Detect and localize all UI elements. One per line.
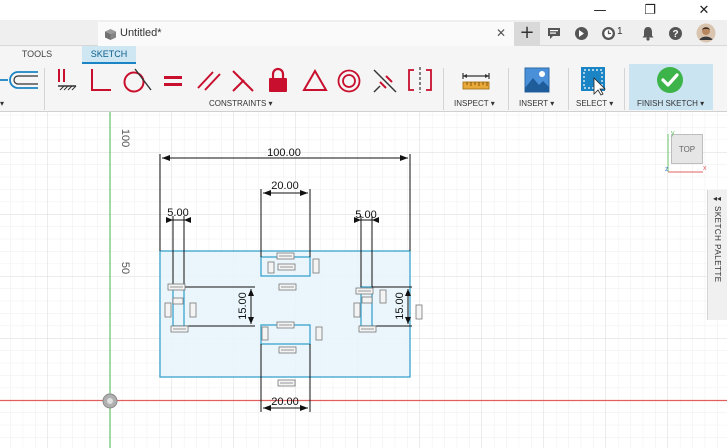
dimension-arrows <box>162 155 411 411</box>
ribbon-separator <box>44 68 45 110</box>
equal-icon[interactable] <box>162 68 184 94</box>
document-tab-close-button[interactable]: ✕ <box>495 26 506 40</box>
finish-sketch-check-icon[interactable] <box>656 66 684 94</box>
midpoint-icon[interactable] <box>302 68 328 94</box>
slot-icon[interactable] <box>0 68 40 92</box>
fix-icon[interactable] <box>266 66 290 94</box>
window-close-button[interactable]: ✕ <box>698 2 710 18</box>
select-icon[interactable] <box>580 66 610 96</box>
document-tab[interactable]: Untitled* ✕ <box>98 22 514 46</box>
active-tab-indicator <box>82 62 136 64</box>
svg-text:z: z <box>665 166 669 173</box>
document-title: Untitled* <box>120 27 162 39</box>
dimension-left-height[interactable]: 15.00 <box>237 292 249 320</box>
axis-label-50: 50 <box>119 262 131 274</box>
sketch-canvas[interactable]: 100 50 <box>0 112 727 448</box>
create-group-arrow[interactable]: ▾ <box>0 99 5 108</box>
minimize-button[interactable]: — <box>593 2 607 18</box>
coincident-icon[interactable] <box>56 68 78 94</box>
inspect-group-label[interactable]: INSPECT ▾ <box>454 99 495 108</box>
svg-text:y: y <box>671 130 675 137</box>
parallel-icon[interactable] <box>196 68 222 94</box>
ribbon-separator <box>508 68 509 110</box>
horizontal-icon[interactable] <box>372 68 398 94</box>
select-group-label[interactable]: SELECT ▾ <box>576 99 614 108</box>
title-bar: — ❐ ✕ <box>0 0 727 20</box>
ribbon-toolbar: TOOLS SKETCH ▾ <box>0 46 727 112</box>
concentric-icon[interactable] <box>336 68 362 94</box>
tab-sketch[interactable]: SKETCH <box>82 46 136 62</box>
chat-icon[interactable] <box>543 23 565 43</box>
ribbon-separator <box>443 68 444 110</box>
tangent-icon[interactable] <box>122 68 152 94</box>
dimension-overall-width[interactable]: 100.00 <box>267 147 301 159</box>
finish-sketch-label[interactable]: FINISH SKETCH ▾ <box>637 99 705 108</box>
new-tab-button[interactable]: + <box>514 22 540 46</box>
axis-label-100: 100 <box>119 129 131 147</box>
dimension-left-small[interactable]: 5.00 <box>167 207 188 219</box>
sketch-origin-center <box>107 398 113 404</box>
collinear-icon[interactable] <box>88 68 112 94</box>
sketch-svg[interactable]: 100 50 <box>0 112 727 448</box>
constraints-group-label[interactable]: CONSTRAINTS ▾ <box>209 99 273 108</box>
notifications-icon[interactable] <box>637 23 659 43</box>
document-tab-bar: Untitled* ✕ + 1 ? <box>0 20 727 46</box>
ribbon-separator <box>568 68 569 110</box>
insert-image-icon[interactable] <box>524 66 550 94</box>
view-cube-axes-icon: x z y <box>665 130 707 173</box>
help-icon[interactable]: ? <box>664 23 686 43</box>
document-cube-icon <box>105 29 116 40</box>
svg-text:x: x <box>703 165 707 172</box>
dimension-lines <box>159 154 412 412</box>
dimension-right-small[interactable]: 5.00 <box>355 209 376 221</box>
measure-icon[interactable] <box>461 70 491 92</box>
ribbon-separator <box>624 68 625 110</box>
constraint-glyphs <box>164 252 423 387</box>
sketch-palette-tab[interactable]: ◂◂ SKETCH PALETTE <box>707 190 727 320</box>
symmetry-icon[interactable] <box>406 66 434 94</box>
job-status-icon[interactable] <box>597 23 619 43</box>
svg-text:?: ? <box>672 29 678 40</box>
tab-tools[interactable]: TOOLS <box>21 49 53 59</box>
restore-button[interactable]: ❐ <box>644 2 656 18</box>
dimension-top-center[interactable]: 20.00 <box>271 180 299 192</box>
sketch-palette-label: SKETCH PALETTE <box>713 206 722 283</box>
main-rectangle-profile[interactable] <box>159 250 411 378</box>
view-cube-top-face[interactable]: TOP <box>671 134 703 164</box>
palette-expand-icon[interactable]: ◂◂ <box>713 194 722 203</box>
extensions-icon[interactable] <box>570 23 592 43</box>
dimension-bottom-center[interactable]: 20.00 <box>271 396 299 408</box>
perpendicular-icon[interactable] <box>230 68 256 94</box>
view-cube[interactable]: TOP x z y <box>663 130 707 178</box>
user-avatar[interactable] <box>694 23 718 43</box>
dimension-right-height[interactable]: 15.00 <box>394 292 406 320</box>
insert-group-label[interactable]: INSERT ▾ <box>519 99 555 108</box>
jobs-count: 1 <box>617 26 623 37</box>
